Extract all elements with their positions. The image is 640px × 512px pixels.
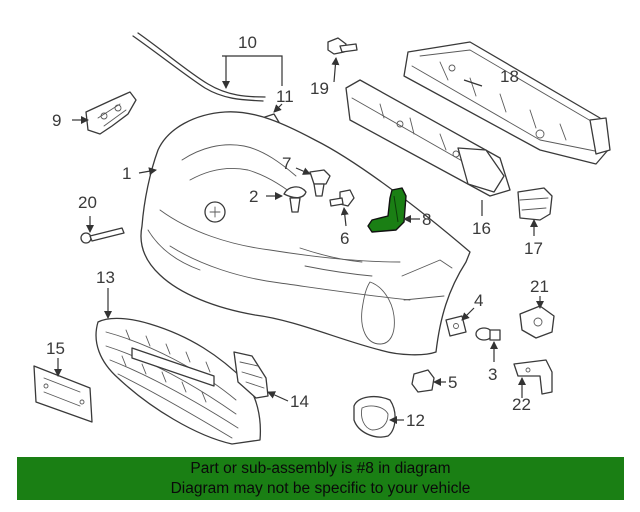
callout-1: 1	[122, 164, 131, 183]
callout-labels: 10 11 9 19 18 1 7 2 6 8 16 17 20 13 15 1…	[46, 33, 549, 430]
callout-17: 17	[524, 239, 543, 258]
part-info-banner: Part or sub-assembly is #8 in diagram Di…	[17, 457, 624, 500]
part-21-sensor	[519, 305, 555, 339]
part-9-side-bracket	[85, 91, 137, 135]
callout-22: 22	[512, 395, 531, 414]
part-info-line-1: Part or sub-assembly is #8 in diagram	[190, 460, 451, 477]
callout-8: 8	[422, 210, 431, 229]
part-4-small-bracket	[445, 315, 467, 337]
callout-19: 19	[310, 79, 329, 98]
part-18-reinforcement-beam	[403, 41, 611, 165]
part-16-energy-absorber	[345, 79, 511, 197]
callout-15: 15	[46, 339, 65, 358]
part-10-moulding-strip	[132, 32, 266, 102]
callout-3: 3	[488, 365, 497, 384]
part-15-license-plate-bracket	[33, 365, 93, 423]
callout-6: 6	[340, 229, 349, 248]
callout-10: 10	[238, 33, 257, 52]
callout-12: 12	[406, 411, 425, 430]
part-13-grille	[95, 317, 262, 445]
callout-18: 18	[500, 67, 519, 86]
part-12-fog-lamp-cover	[353, 395, 396, 438]
callout-5: 5	[448, 373, 457, 392]
leader-lines	[54, 55, 544, 424]
callout-9: 9	[52, 111, 61, 130]
part-8-bumper-bracket-highlighted	[367, 187, 407, 233]
part-2-push-clip	[283, 186, 307, 213]
part-3-sensor	[475, 327, 501, 341]
callout-13: 13	[96, 268, 115, 287]
callout-7: 7	[282, 154, 291, 173]
part-20-long-bolt	[80, 227, 125, 244]
callout-14: 14	[290, 392, 309, 411]
callout-11: 11	[276, 87, 294, 106]
part-5-clip	[411, 369, 435, 393]
part-17-sensor-bracket	[517, 187, 553, 221]
callout-4: 4	[474, 291, 483, 310]
part-7-screw	[309, 169, 331, 197]
callout-20: 20	[78, 193, 97, 212]
callout-16: 16	[472, 219, 491, 238]
callout-2: 2	[249, 187, 258, 206]
part-info-line-2: Diagram may not be specific to your vehi…	[170, 480, 471, 497]
part-22-mount-bracket	[513, 359, 553, 395]
callout-21: 21	[530, 277, 549, 296]
part-19-bolt	[327, 37, 358, 55]
part-6-bolt	[329, 189, 355, 207]
part-14-grille-insert	[233, 351, 269, 399]
part-1-bumper-cover	[140, 111, 471, 356]
